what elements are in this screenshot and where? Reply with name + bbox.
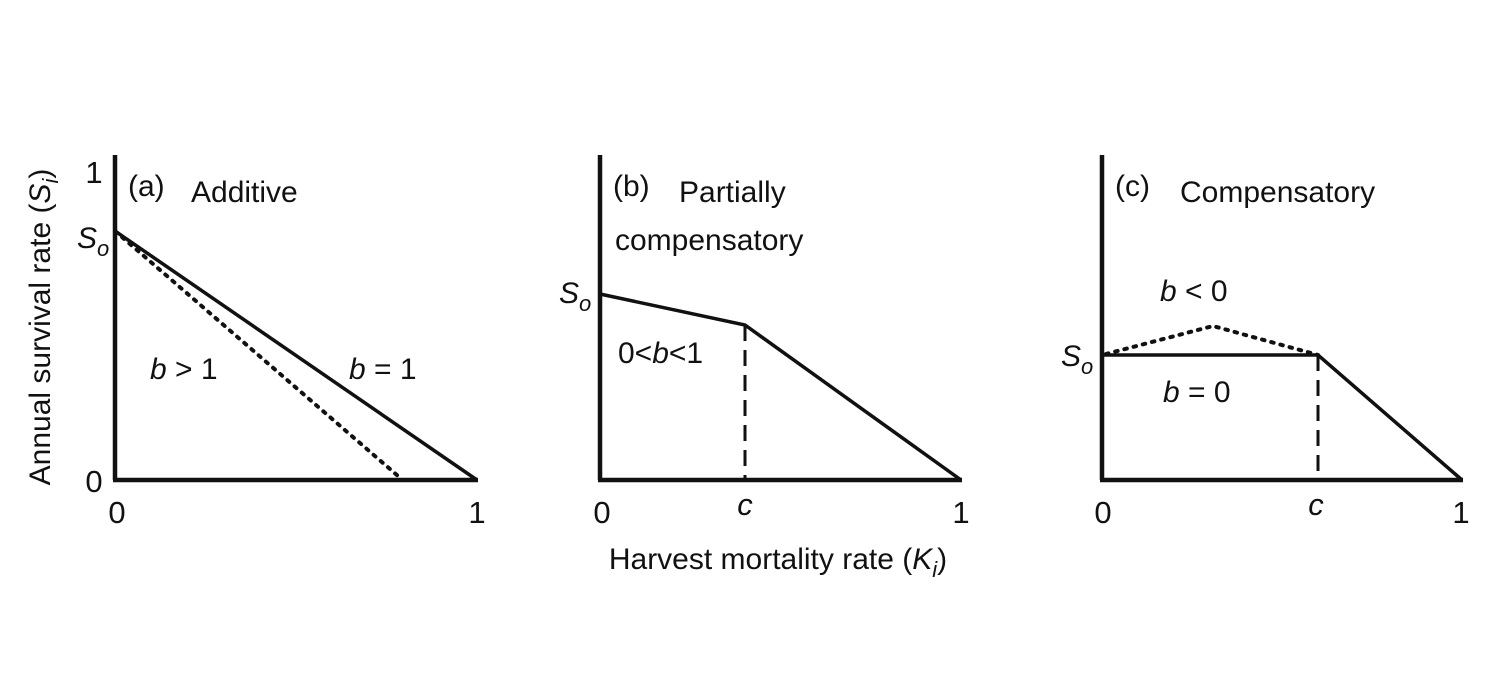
panel-c-title: Compensatory bbox=[1180, 176, 1375, 209]
panel-a-so-label: So bbox=[77, 222, 109, 261]
panel-a-letter: (a) bbox=[128, 170, 165, 203]
y-axis-label: Annual survival rate (Si) bbox=[24, 169, 63, 486]
panel-c-so-label: So bbox=[1061, 340, 1093, 379]
panel-a-label-b-gt-1: b > 1 bbox=[150, 353, 218, 386]
panel-b-x-tick-c: c bbox=[737, 487, 753, 522]
panel-b-x-tick-0: 0 bbox=[593, 495, 610, 530]
panel-b-so-label: So bbox=[559, 277, 591, 316]
x-axis-label: Harvest mortality rate (Ki) bbox=[609, 543, 947, 582]
panel-c-label-b-lt-0: b < 0 bbox=[1160, 275, 1228, 308]
panel-c-label-b-eq-0: b = 0 bbox=[1163, 376, 1231, 409]
panel-b: 0 c 1 So (b) Partially compensatory 0<b<… bbox=[559, 155, 970, 530]
panel-c-dotted-line bbox=[1104, 323, 1320, 357]
panel-a-dotted-line bbox=[113, 229, 400, 478]
panel-a-x-tick-0: 0 bbox=[108, 495, 125, 530]
panel-b-title-line-1: Partially bbox=[679, 176, 786, 209]
panel-a: 1 0 0 1 So (a) Additive b > 1 b = 1 bbox=[77, 155, 486, 530]
panel-b-letter: (b) bbox=[613, 170, 650, 203]
panel-c-letter: (c) bbox=[1115, 170, 1150, 203]
panel-a-title: Additive bbox=[191, 176, 298, 209]
panel-a-x-tick-1: 1 bbox=[468, 495, 485, 530]
panel-c-x-tick-0: 0 bbox=[1094, 495, 1111, 530]
panel-a-solid-line bbox=[114, 229, 478, 482]
panel-a-y-tick-0: 0 bbox=[85, 464, 102, 499]
panel-c-x-tick-1: 1 bbox=[1452, 495, 1469, 530]
panel-b-title-line-2: compensatory bbox=[615, 224, 803, 257]
panel-c: 0 c 1 So (c) Compensatory b < 0 b = 0 bbox=[1061, 155, 1470, 530]
panel-c-x-tick-c: c bbox=[1308, 487, 1324, 522]
panel-b-x-tick-1: 1 bbox=[952, 495, 969, 530]
panel-b-label-partial-b: 0<b<1 bbox=[618, 337, 703, 370]
panel-b-solid-line bbox=[599, 292, 963, 482]
panel-c-solid-line bbox=[1102, 353, 1464, 482]
panel-a-label-b-eq-1: b = 1 bbox=[349, 353, 417, 386]
panel-a-y-tick-1: 1 bbox=[85, 155, 102, 190]
